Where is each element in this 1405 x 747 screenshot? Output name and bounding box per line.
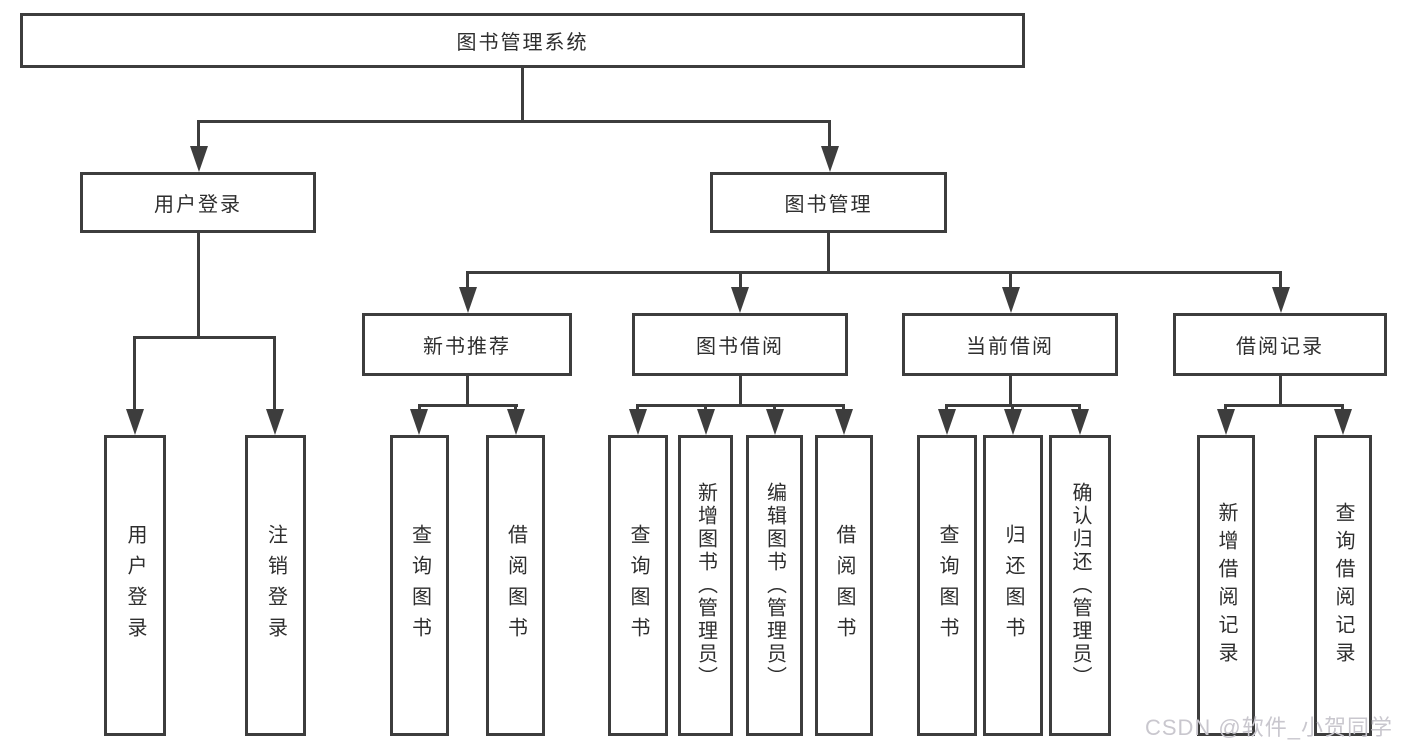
- node-label: 查询图书: [627, 523, 649, 648]
- connector-line: [273, 336, 276, 411]
- connector-line: [418, 404, 518, 407]
- node-current-borrowing: 当前借阅: [902, 313, 1118, 376]
- arrowhead-down-icon: [507, 409, 525, 435]
- leaf-confirm-return-admin: 确认归还（管理员）: [1049, 435, 1111, 736]
- arrowhead-down-icon: [1071, 409, 1089, 435]
- arrowhead-down-icon: [266, 409, 284, 435]
- arrowhead-down-icon: [1334, 409, 1352, 435]
- connector-line: [636, 404, 845, 407]
- leaf-user-login: 用户登录: [104, 435, 166, 736]
- leaf-query-books-recommend: 查询图书: [390, 435, 449, 736]
- node-label: 新增借阅记录: [1215, 501, 1237, 670]
- node-label: 图书管理系统: [456, 32, 589, 54]
- node-label: 图书借阅: [696, 336, 784, 358]
- leaf-logout: 注销登录: [245, 435, 306, 736]
- node-label: 编辑图书（管理员）: [763, 482, 786, 689]
- connector-line: [133, 336, 276, 339]
- leaf-borrow-books: 借阅图书: [815, 435, 873, 736]
- node-label: 查询图书: [408, 523, 431, 648]
- node-label: 查询借阅记录: [1332, 501, 1354, 670]
- connector-line: [1224, 404, 1344, 407]
- connector-line: [521, 66, 524, 122]
- node-label: 借阅图书: [504, 523, 527, 648]
- node-user-login: 用户登录: [80, 172, 316, 233]
- leaf-add-borrow-record: 新增借阅记录: [1197, 435, 1255, 736]
- connector-line: [1009, 271, 1012, 291]
- node-label: 新书推荐: [423, 336, 511, 358]
- connector-line: [197, 120, 200, 150]
- leaf-edit-books-admin: 编辑图书（管理员）: [746, 435, 803, 736]
- node-root-library-system: 图书管理系统: [20, 13, 1025, 68]
- arrowhead-down-icon: [410, 409, 428, 435]
- node-label: 用户登录: [124, 523, 146, 648]
- leaf-borrow-books-recommend: 借阅图书: [486, 435, 545, 736]
- arrowhead-down-icon: [821, 146, 839, 172]
- node-label: 图书管理: [784, 194, 873, 216]
- connector-line: [197, 120, 831, 123]
- connector-line: [466, 271, 1282, 274]
- connector-line: [197, 230, 200, 339]
- node-label: 查询图书: [936, 523, 958, 648]
- node-label: 借阅记录: [1236, 336, 1324, 358]
- node-borrowing-records: 借阅记录: [1173, 313, 1387, 376]
- connector-line: [466, 374, 469, 407]
- node-label: 新增图书（管理员）: [694, 482, 717, 689]
- node-label: 借阅图书: [833, 523, 855, 648]
- arrowhead-down-icon: [1217, 409, 1235, 435]
- arrowhead-down-icon: [1004, 409, 1022, 435]
- arrowhead-down-icon: [629, 409, 647, 435]
- leaf-add-books-admin: 新增图书（管理员）: [678, 435, 733, 736]
- connector-line: [1009, 374, 1012, 407]
- node-new-book-recommend: 新书推荐: [362, 313, 572, 376]
- arrowhead-down-icon: [126, 409, 144, 435]
- connector-line: [739, 374, 742, 407]
- leaf-return-books: 归还图书: [983, 435, 1043, 736]
- leaf-query-borrow-record: 查询借阅记录: [1314, 435, 1372, 736]
- csdn-watermark: CSDN @软件_小贺同学: [1144, 715, 1393, 740]
- node-book-management: 图书管理: [710, 172, 947, 233]
- arrowhead-down-icon: [459, 287, 477, 313]
- node-label: 用户登录: [154, 194, 242, 216]
- arrowhead-down-icon: [835, 409, 853, 435]
- connector-line: [739, 271, 742, 291]
- leaf-query-books-current: 查询图书: [917, 435, 977, 736]
- connector-line: [466, 271, 469, 291]
- connector-line: [1279, 374, 1282, 407]
- node-label: 注销登录: [264, 523, 287, 648]
- node-label: 归还图书: [1002, 523, 1024, 648]
- connector-line: [1279, 271, 1282, 291]
- arrowhead-down-icon: [731, 287, 749, 313]
- leaf-query-books-borrowing: 查询图书: [608, 435, 668, 736]
- arrowhead-down-icon: [697, 409, 715, 435]
- node-book-borrowing: 图书借阅: [632, 313, 848, 376]
- connector-line: [827, 230, 830, 274]
- arrowhead-down-icon: [938, 409, 956, 435]
- arrowhead-down-icon: [1272, 287, 1290, 313]
- node-label: 当前借阅: [966, 336, 1054, 358]
- arrowhead-down-icon: [190, 146, 208, 172]
- connector-line: [133, 336, 136, 411]
- arrowhead-down-icon: [766, 409, 784, 435]
- node-label: 确认归还（管理员）: [1069, 482, 1091, 689]
- arrowhead-down-icon: [1002, 287, 1020, 313]
- connector-line: [828, 120, 831, 150]
